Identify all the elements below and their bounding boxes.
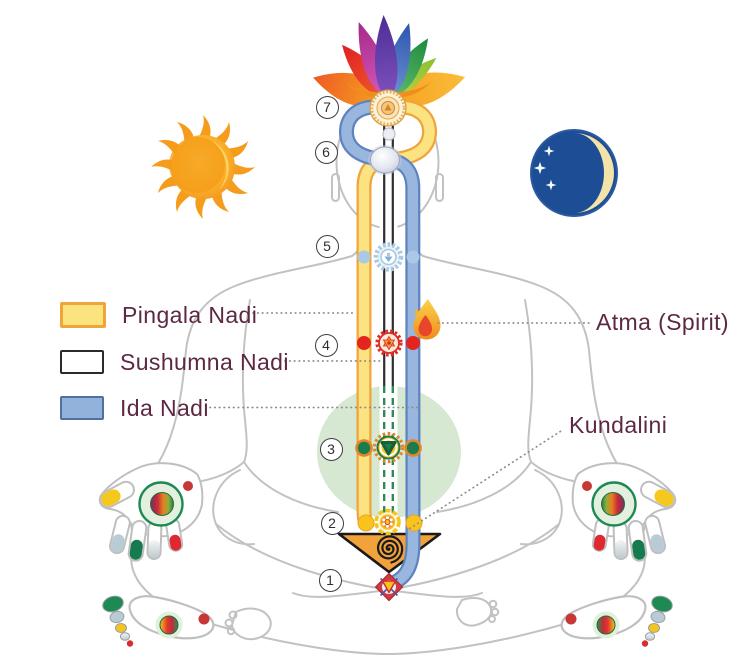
channel-dots <box>355 250 423 532</box>
channel-bead <box>382 127 396 141</box>
chakra-number-2: 2 <box>320 511 344 535</box>
left-ear <box>331 173 340 202</box>
heart-dot-left <box>357 336 371 350</box>
chakra-number-4: 4 <box>314 333 338 357</box>
left-hand-illustration <box>96 462 204 563</box>
kundalini-triangle-icon <box>337 532 442 574</box>
sushumna-swatch <box>60 350 104 374</box>
nabhi-dot-right <box>404 439 422 457</box>
right-foot-illustration <box>560 592 676 648</box>
atma-flame-icon <box>413 299 441 340</box>
pingala-swatch <box>60 302 106 328</box>
legend-row-pingala: Pingala Nadi <box>60 301 257 329</box>
ida-swatch <box>60 396 104 420</box>
legend-label-pingala: Pingala Nadi <box>122 301 258 328</box>
left-foot-illustration <box>99 592 215 648</box>
chakra-number-6: 6 <box>314 140 338 164</box>
mooladhara-chakra-icon <box>374 572 404 602</box>
throat-dot-right <box>406 250 420 264</box>
lotus-icon <box>308 14 470 113</box>
right-ear <box>435 173 444 202</box>
heart-chakra-icon <box>375 329 403 357</box>
chakra-number-3: 3 <box>319 437 343 461</box>
chakra-number-5: 5 <box>315 234 339 258</box>
chakra-number-7: 7 <box>315 95 339 119</box>
legend-label-ida: Ida Nadi <box>120 394 209 421</box>
right-hand-illustration <box>571 462 679 563</box>
annotation-kundalini: Kundalini <box>569 412 668 438</box>
throat-chakra-icon <box>373 242 404 272</box>
moon-icon <box>530 129 618 217</box>
swadhisthan-dot-right <box>405 514 423 532</box>
sun-icon <box>151 115 255 219</box>
swadhisthan-dot-left <box>357 514 375 532</box>
nabhi-dot-left <box>355 439 373 457</box>
crown-chakra-icon <box>369 89 407 127</box>
leader-lines <box>209 312 590 532</box>
legend-row-ida: Ida Nadi <box>60 394 209 422</box>
third-eye-orb-icon <box>368 145 402 175</box>
kundalini-spiral-icon <box>376 535 404 564</box>
annotation-atma: Atma (Spirit) <box>596 309 729 335</box>
chakra-number-1: 1 <box>318 568 342 592</box>
legend-row-sushumna: Sushumna Nadi <box>60 348 289 376</box>
heart-dot-right <box>406 336 420 350</box>
legend-label-sushumna: Sushumna Nadi <box>120 348 289 375</box>
swadhisthan-chakra-icon <box>374 508 401 536</box>
nabhi-chakra-icon <box>372 431 405 464</box>
throat-dot-left <box>357 250 371 264</box>
